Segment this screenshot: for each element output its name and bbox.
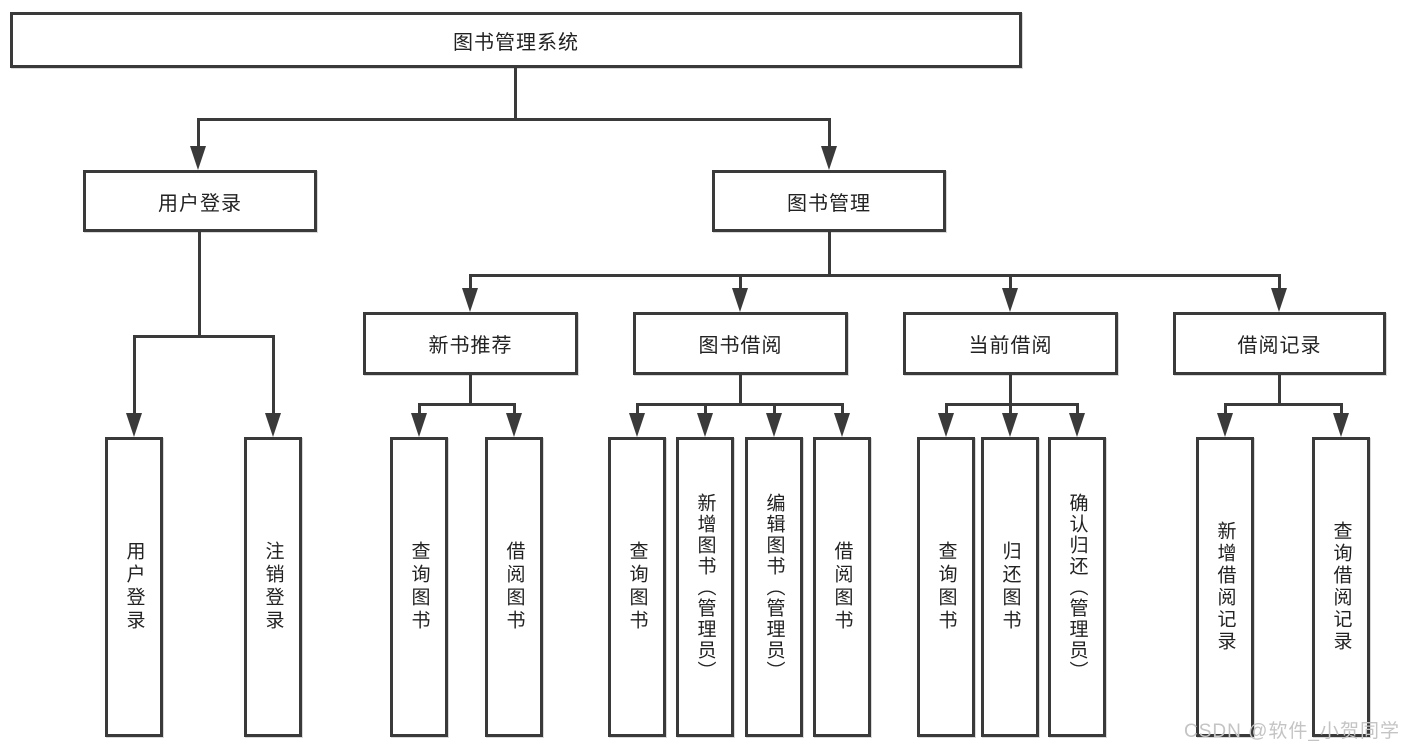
leaf-query-books: 查询图书 [608,437,666,737]
leaf-query-books-recommend: 查询图书 [390,437,448,737]
arrow-down-icon [629,413,645,437]
connector-line [197,118,200,150]
node-label: 查询借阅记录 [1330,521,1352,653]
leaf-return-books: 归还图书 [981,437,1039,737]
node-label: 查询图书 [408,541,430,633]
node-label: 归还图书 [999,541,1021,633]
connector-line [704,403,707,415]
arrow-down-icon [190,146,206,170]
connector-line [636,403,844,406]
node-user-login: 用户登录 [83,170,317,232]
connector-line [418,403,516,406]
node-label: 注销登录 [262,541,284,633]
arrow-down-icon [1069,413,1085,437]
arrow-down-icon [1217,413,1233,437]
leaf-borrow-books: 借阅图书 [813,437,871,737]
node-new-book-recommendation: 新书推荐 [363,312,578,375]
leaf-confirm-return-admin: 确认归还（管理员） [1048,437,1106,737]
leaf-edit-books-admin: 编辑图书（管理员） [745,437,803,737]
connector-line [469,274,1281,277]
arrow-down-icon [938,413,954,437]
connector-line [1224,403,1227,415]
connector-line [469,375,472,405]
connector-line [133,335,136,415]
node-label: 借阅图书 [831,541,853,633]
connector-line [773,403,776,415]
node-label: 新增图书（管理员） [694,492,716,682]
arrow-down-icon [732,288,748,312]
connector-line [1340,403,1343,415]
connector-line [198,232,201,337]
connector-line [1009,403,1012,415]
connector-line [469,274,472,292]
node-label: 图书借阅 [698,335,783,357]
connector-line [1278,375,1281,405]
leaf-add-books-admin: 新增图书（管理员） [676,437,734,737]
connector-line [197,118,831,121]
connector-line [739,375,742,405]
node-label: 用户登录 [158,192,242,215]
node-label: 图书管理系统 [453,31,579,54]
connector-line [514,68,517,120]
node-label: 确认归还（管理员） [1066,492,1088,682]
connector-line [636,403,639,415]
csdn-watermark: CSDN @软件_小贺同学 [1184,721,1400,742]
leaf-logout: 注销登录 [244,437,302,737]
node-label: 编辑图书（管理员） [763,492,785,682]
connector-line [272,335,275,415]
connector-line [1224,403,1342,406]
connector-line [133,335,275,338]
arrow-down-icon [1271,288,1287,312]
node-label: 用户登录 [123,541,145,633]
connector-line [513,403,516,415]
connector-line [1278,274,1281,292]
connector-line [828,232,831,276]
node-label: 查询图书 [935,541,957,633]
leaf-add-borrow-record: 新增借阅记录 [1196,437,1254,737]
connector-line [945,403,1079,406]
node-label: 新增借阅记录 [1214,521,1236,653]
connector-line [418,403,421,415]
arrow-down-icon [126,413,142,437]
arrow-down-icon [506,413,522,437]
connector-line [739,274,742,292]
connector-line [841,403,844,415]
node-library-management-system: 图书管理系统 [10,12,1022,68]
arrow-down-icon [766,413,782,437]
leaf-query-books-current: 查询图书 [917,437,975,737]
arrow-down-icon [1002,288,1018,312]
arrow-down-icon [265,413,281,437]
connector-line [945,403,948,415]
node-book-management: 图书管理 [712,170,946,232]
node-label: 借阅图书 [503,541,525,633]
connector-line [1009,375,1012,405]
node-book-borrowing: 图书借阅 [633,312,848,375]
node-label: 当前借阅 [968,335,1053,357]
arrow-down-icon [1333,413,1349,437]
leaf-query-borrow-record: 查询借阅记录 [1312,437,1370,737]
connector-line [1076,403,1079,415]
arrow-down-icon [411,413,427,437]
node-label: 新书推荐 [428,335,513,357]
leaf-borrow-books-recommend: 借阅图书 [485,437,543,737]
arrow-down-icon [1002,413,1018,437]
node-label: 图书管理 [787,192,871,215]
node-borrowing-records: 借阅记录 [1173,312,1386,375]
node-current-borrowing: 当前借阅 [903,312,1118,375]
leaf-user-login: 用户登录 [105,437,163,737]
connector-line [1009,274,1012,292]
arrow-down-icon [697,413,713,437]
node-label: 查询图书 [626,541,648,633]
arrow-down-icon [821,146,837,170]
connector-line [828,118,831,150]
arrow-down-icon [462,288,478,312]
arrow-down-icon [834,413,850,437]
node-label: 借阅记录 [1237,335,1322,357]
